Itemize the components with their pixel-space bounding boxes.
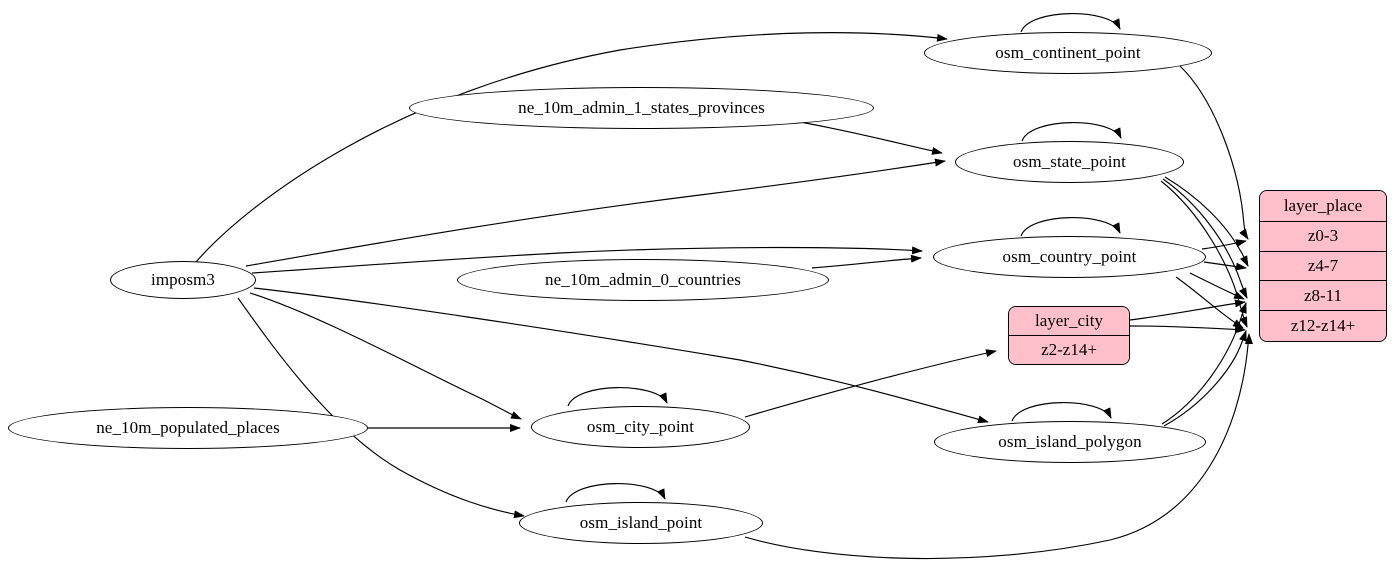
edge-self-osm_island_polygon: [1011, 402, 1112, 422]
layer-city-title: layer_city: [1009, 307, 1129, 337]
edge-imposm3-osm_island_polygon: [253, 287, 989, 424]
edge-self-osm_city_point: [567, 387, 668, 407]
edge-layer_city-layer_place-z8_11: [1129, 299, 1246, 321]
edge-imposm3-osm_island_point: [237, 297, 525, 519]
node-osm_state_point[interactable]: osm_state_point: [955, 141, 1184, 183]
edge-osm_country_point-layer_place-z8_11: [1189, 272, 1245, 300]
edge-imposm3-osm_continent_point: [195, 32, 948, 263]
node-osm_country_point[interactable]: osm_country_point: [933, 236, 1206, 278]
edge-osm_island_point-layer_place-z12: [744, 333, 1253, 560]
node-ne_10m_populated_places[interactable]: ne_10m_populated_places: [8, 407, 368, 449]
edge-osm_island_polygon-layer_place-z8_11: [1161, 302, 1247, 425]
node-layer_place[interactable]: layer_place z0-3 z4-7 z8-11 z12-z14+: [1259, 190, 1387, 342]
node-label: osm_island_polygon: [998, 432, 1142, 451]
edge-osm_state_point-layer_place-z12: [1160, 180, 1248, 328]
node-imposm3[interactable]: imposm3: [110, 261, 256, 299]
edge-imposm3-osm_country_point: [251, 246, 923, 274]
layer-place-zoom-z4-7[interactable]: z4-7: [1260, 251, 1386, 282]
edge-osm_island_polygon-layer_place-z12: [1163, 330, 1247, 427]
node-label: osm_continent_point: [995, 43, 1141, 62]
node-ne_10m_admin_0_countries[interactable]: ne_10m_admin_0_countries: [457, 259, 829, 301]
node-ne_10m_admin_1_states_provinces[interactable]: ne_10m_admin_1_states_provinces: [409, 87, 874, 129]
edge-layer_city-layer_place-z12: [1129, 325, 1246, 334]
layer-place-zoom-z8-11[interactable]: z8-11: [1260, 281, 1386, 312]
node-osm_continent_point[interactable]: osm_continent_point: [924, 32, 1212, 74]
edge-osm_country_point-layer_place-z4_7: [1203, 261, 1247, 271]
edge-imposm3-osm_state_point: [245, 158, 946, 267]
node-label: ne_10m_populated_places: [96, 418, 280, 437]
node-osm_island_point[interactable]: osm_island_point: [519, 502, 763, 544]
layer-place-zoom-z0-3[interactable]: z0-3: [1260, 221, 1386, 252]
node-layer_city[interactable]: layer_city z2-z14+: [1008, 306, 1130, 365]
node-label: imposm3: [151, 270, 215, 289]
node-label: osm_country_point: [1002, 247, 1137, 266]
edge-self-osm_state_point: [1021, 122, 1122, 142]
edge-self-osm_island_point: [565, 483, 666, 503]
edge-imposm3-osm_city_point: [249, 292, 522, 420]
edge-osm_city_point-layer_city-z2: [744, 349, 997, 418]
edge-osm_country_point-layer_place-z12: [1175, 276, 1244, 329]
edge-ne_admin_1-osm_state_point: [799, 121, 943, 155]
edge-osm_country_point-layer_place-z0_3: [1201, 239, 1247, 250]
node-osm_city_point[interactable]: osm_city_point: [531, 406, 750, 448]
node-osm_island_polygon[interactable]: osm_island_polygon: [934, 421, 1206, 463]
layer-place-zoom-z12-z14[interactable]: z12-z14+: [1260, 311, 1386, 341]
edge-self-osm_continent_point: [1020, 13, 1121, 33]
node-label: osm_city_point: [586, 417, 695, 436]
edge-ne_admin_0-osm_country_point: [811, 254, 922, 269]
node-label: ne_10m_admin_0_countries: [545, 270, 741, 289]
edge-self-osm_country_point: [1020, 217, 1121, 237]
node-label: osm_island_point: [579, 513, 703, 532]
node-label: osm_state_point: [1013, 152, 1126, 171]
layer-place-title: layer_place: [1260, 191, 1386, 222]
edge-osm_continent_point-layer_place-z0_3: [1179, 65, 1249, 240]
layer-city-zoom-z2-z14[interactable]: z2-z14+: [1009, 336, 1129, 364]
node-label: ne_10m_admin_1_states_provinces: [518, 98, 765, 117]
